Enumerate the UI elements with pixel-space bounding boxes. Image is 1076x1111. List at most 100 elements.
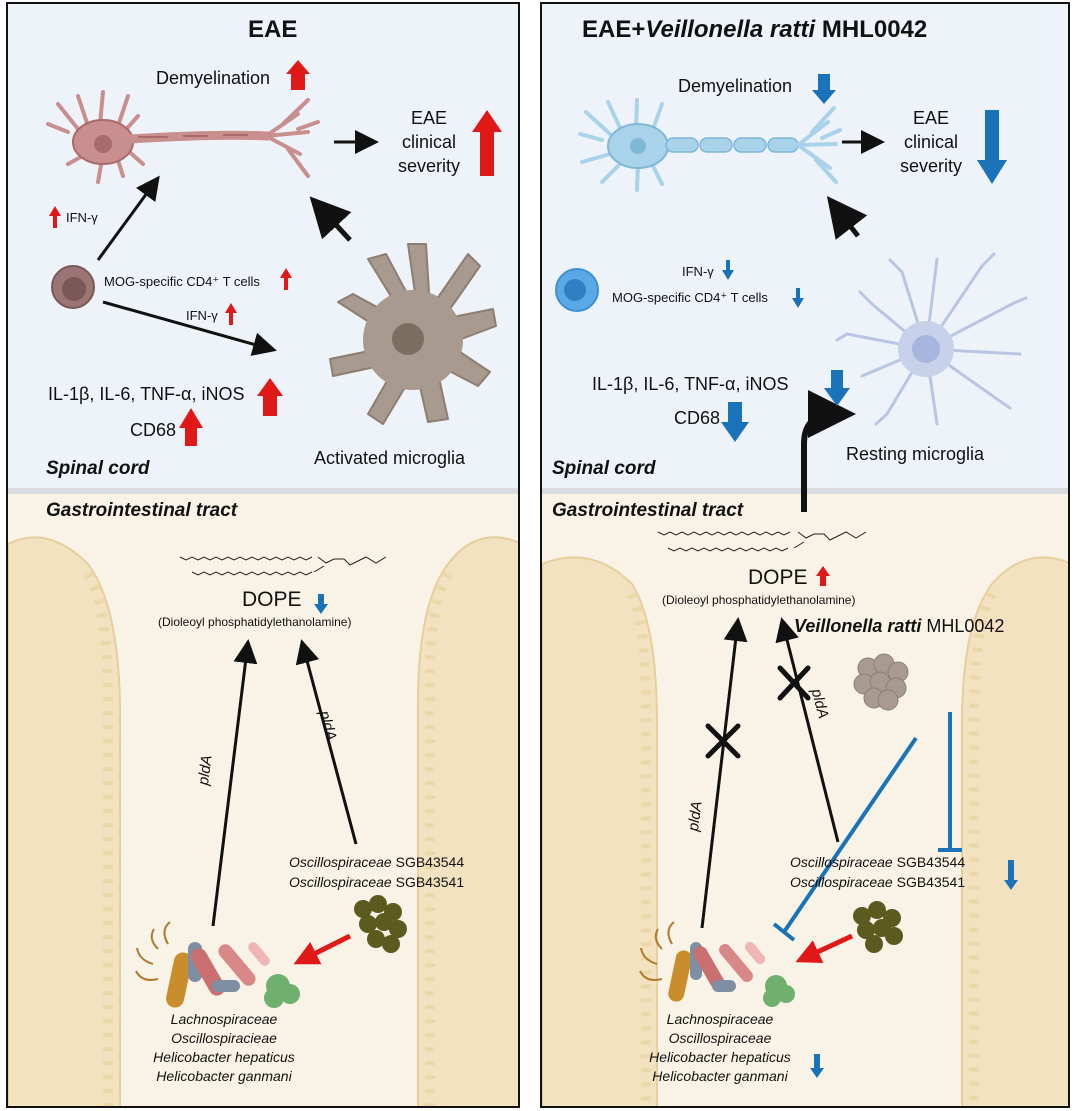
oscillospiraceae-sgb43541: Oscillospiraceae SGB43541 <box>790 874 965 890</box>
t-cells-label: MOG-specific CD4⁺ T cells <box>612 290 768 305</box>
dope-label: DOPE <box>242 588 302 611</box>
taxon-oscillospiraceae-b: Oscillospiraceae <box>790 874 893 890</box>
spinal-cord-label: Spinal cord <box>552 458 656 479</box>
sgb-a: SGB43544 <box>896 854 966 870</box>
gi-tract-label: Gastrointestinal tract <box>46 500 238 521</box>
demyelination-label: Demyelination <box>678 76 793 96</box>
red-arrow-to-commensals <box>795 933 854 963</box>
gut-arrows <box>700 617 840 929</box>
cd68-label: CD68 <box>674 408 721 428</box>
oscillospiraceae-cluster <box>853 901 903 953</box>
demyelination-label: Demyelination <box>156 68 271 88</box>
dope-full-name: (Dioleoyl phosphatidylethanolamine) <box>662 593 856 607</box>
taxon-3: Helicobacter hepaticus <box>153 1049 295 1065</box>
eae-severity-label: EAE clinical severity <box>900 106 962 178</box>
demyelination-up-arrow <box>286 60 310 90</box>
intestinal-villus-wall-right <box>417 536 518 1106</box>
red-arrow-to-commensals <box>293 933 352 965</box>
cytokines-up-arrow <box>257 378 283 416</box>
eae-severity-line-2: clinical <box>903 132 959 152</box>
t-cell <box>51 265 95 309</box>
taxa-down-arrow <box>810 1054 824 1078</box>
up-arrows-cns <box>49 60 502 446</box>
taxon-1: Lachnospiraceae <box>170 1011 278 1027</box>
ifn-gamma-label-mid: IFN-γ <box>186 308 218 323</box>
cytokines-label: IL-1β, IL-6, TNF-α, iNOS <box>48 384 245 404</box>
ifn-gamma-label: IFN-γ <box>682 264 714 279</box>
spinal-cord-label: Spinal cord <box>46 458 150 479</box>
taxon-2: Oscillospiracieae <box>171 1030 277 1046</box>
gut-arrows <box>211 639 358 927</box>
panel-eae-graphics <box>8 60 518 1106</box>
panel-eae: EAE Demyelination EAE clinical severity … <box>6 2 520 1108</box>
intestinal-villus-wall-left <box>8 536 121 1106</box>
eae-severity-line-3: severity <box>900 156 963 176</box>
neuron-demyelinated <box>46 90 320 184</box>
down-arrows <box>721 74 1018 1078</box>
title-strain: MHL0042 <box>815 16 928 43</box>
activated-microglia-cell <box>329 243 497 425</box>
resting-microglia-nucleus <box>912 335 940 363</box>
taxa-list: Lachnospiraceae Oscillospiracieae Helico… <box>134 1010 314 1086</box>
sgb-a: SGB43544 <box>395 854 465 870</box>
microglia-label: Resting microglia <box>846 444 985 464</box>
oscillospiraceae-sgb43544: Oscillospiraceae SGB43544 <box>790 854 965 870</box>
severity-down-arrow <box>977 110 1007 184</box>
tcell-up-arrow <box>280 268 292 290</box>
commensal-bacteria <box>135 921 300 1008</box>
microglia-label: Activated microglia <box>314 448 466 468</box>
gi-tract-label: Gastrointestinal tract <box>552 500 744 521</box>
sgb-down-arrow <box>1004 860 1018 890</box>
eae-severity-line-1: EAE <box>912 108 950 128</box>
commensal-bacteria <box>639 921 795 1007</box>
eae-severity-line-1: EAE <box>410 108 448 128</box>
dope-up-arrow <box>816 566 830 586</box>
veillonella-cluster <box>853 653 909 711</box>
taxon-oscillospiraceae-a: Oscillospiraceae <box>790 854 893 870</box>
panel-title: EAE+Veillonella ratti MHL0042 <box>582 16 927 44</box>
sgb-b: SGB43541 <box>896 874 966 890</box>
panel-vr-graphics <box>542 74 1068 1106</box>
spinal-cord-section <box>542 4 1068 488</box>
taxon-4: Helicobacter ganmani <box>156 1068 292 1084</box>
dope-molecule <box>179 556 387 576</box>
neuron-myelinated <box>578 98 842 192</box>
inhibition-lines <box>772 712 962 942</box>
taxa-list: Lachnospiraceae Oscillospiraceae Helicob… <box>630 1010 810 1086</box>
ifn-up-arrow-mid <box>225 303 237 325</box>
demyelination-down-arrow <box>812 74 836 104</box>
t-cells-label: MOG-specific CD4⁺ T cells <box>104 274 260 289</box>
eae-severity-label: EAE clinical severity <box>398 106 460 178</box>
dope-molecule <box>657 531 867 552</box>
veillonella-species: Veillonella ratti <box>794 616 922 636</box>
veillonella-label: Veillonella ratti MHL0042 <box>794 616 1004 637</box>
blocked-crosses <box>705 665 811 759</box>
severity-up-arrow <box>472 110 502 176</box>
intestinal-villus-wall-right <box>961 556 1068 1106</box>
eae-severity-line-3: severity <box>398 156 461 176</box>
eae-severity-line-2: clinical <box>401 132 457 152</box>
section-divider <box>8 488 518 494</box>
tcell-down-arrow <box>792 288 804 308</box>
cns-arrows <box>96 130 379 356</box>
dope-full-name: (Dioleoyl phosphatidylethanolamine) <box>158 615 352 629</box>
taxon-1: Lachnospiraceae <box>666 1011 774 1027</box>
cytokines-label: IL-1β, IL-6, TNF-α, iNOS <box>592 374 789 394</box>
oscillospiraceae-sgb43541: Oscillospiraceae SGB43541 <box>289 874 464 890</box>
dope-down-arrow <box>314 594 328 614</box>
oscillospiraceae-sgb43544: Oscillospiraceae SGB43544 <box>289 854 464 870</box>
ifn-gamma-label-top: IFN-γ <box>66 210 98 225</box>
taxon-oscillospiraceae-a: Oscillospiraceae <box>289 854 392 870</box>
panel-title: EAE <box>248 16 298 43</box>
oscillospiraceae-cluster <box>354 895 407 953</box>
sgb-b: SGB43541 <box>395 874 465 890</box>
plda-label-1: pldA <box>195 754 216 787</box>
taxon-oscillospiraceae-b: Oscillospiraceae <box>289 874 392 890</box>
resting-microglia-cell <box>835 252 1028 426</box>
cd68-down-arrow <box>721 402 749 442</box>
plda-label-1: pldA <box>685 800 706 833</box>
taxon-2: Oscillospiraceae <box>668 1030 772 1046</box>
cns-arrows <box>801 130 885 512</box>
ifn-up-arrow-top <box>49 206 61 228</box>
